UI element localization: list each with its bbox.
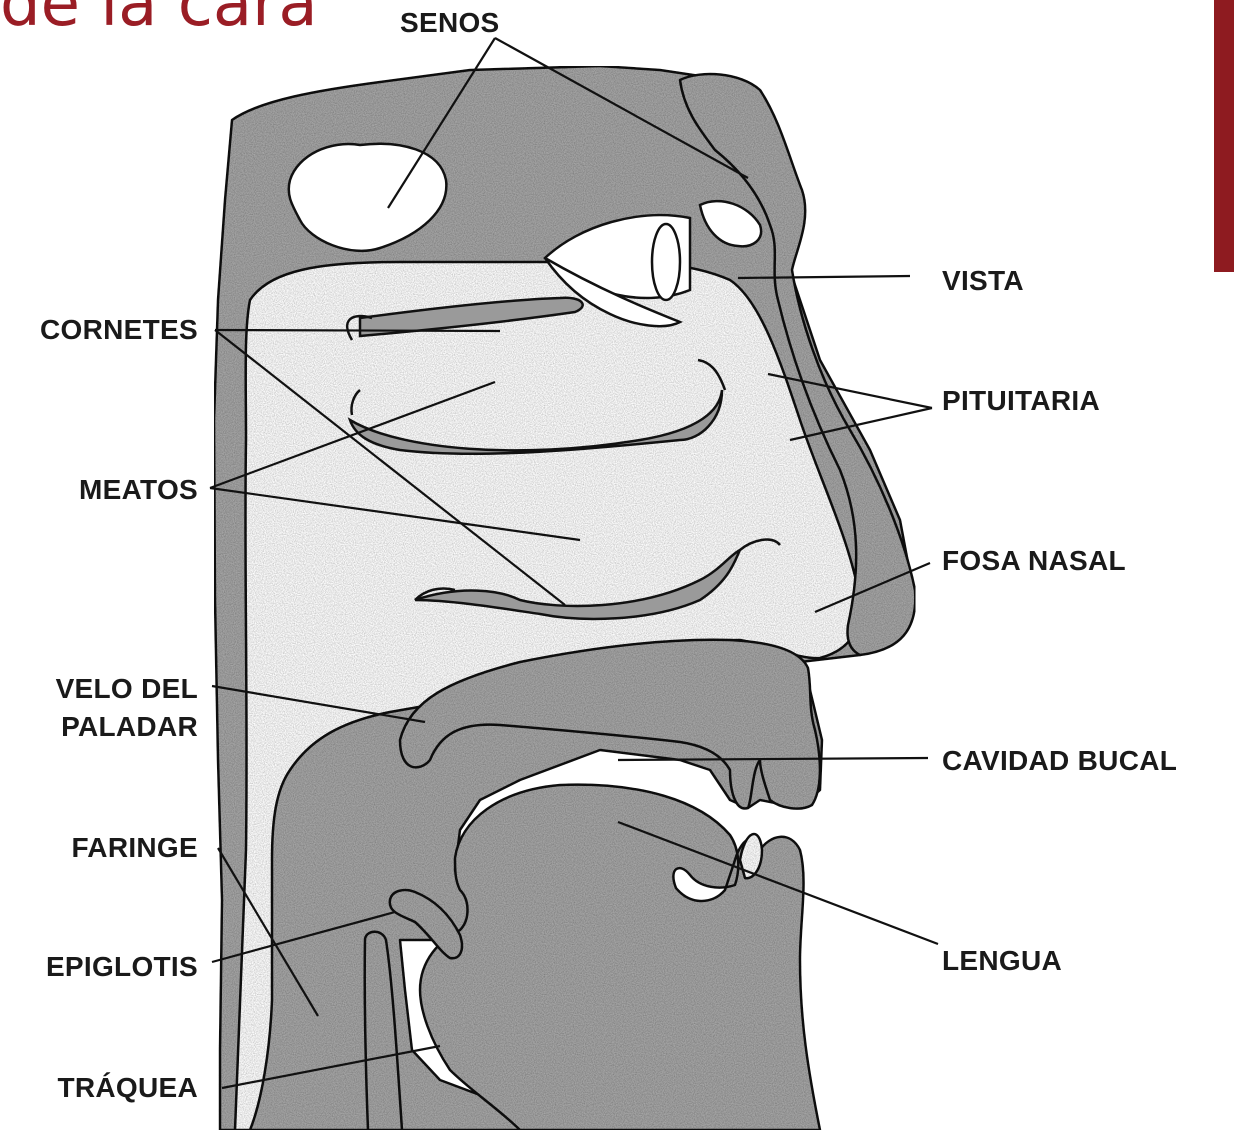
label-fosa-nasal: FOSA NASAL: [942, 542, 1126, 580]
label-vista: VISTA: [942, 262, 1024, 300]
label-senos: SENOS: [400, 4, 500, 42]
label-faringe: FARINGE: [0, 829, 198, 867]
label-traquea: TRÁQUEA: [0, 1069, 198, 1107]
label-cornetes: CORNETES: [0, 311, 198, 349]
label-meatos: MEATOS: [0, 471, 198, 509]
label-velo-del-paladar: VELO DEL PALADAR: [0, 670, 198, 746]
label-pituitaria: PITUITARIA: [942, 382, 1100, 420]
label-epiglotis: EPIGLOTIS: [0, 948, 198, 986]
label-cavidad-bucal: CAVIDAD BUCAL: [942, 742, 1177, 780]
tongue: [420, 785, 820, 1130]
label-lengua: LENGUA: [942, 942, 1062, 980]
